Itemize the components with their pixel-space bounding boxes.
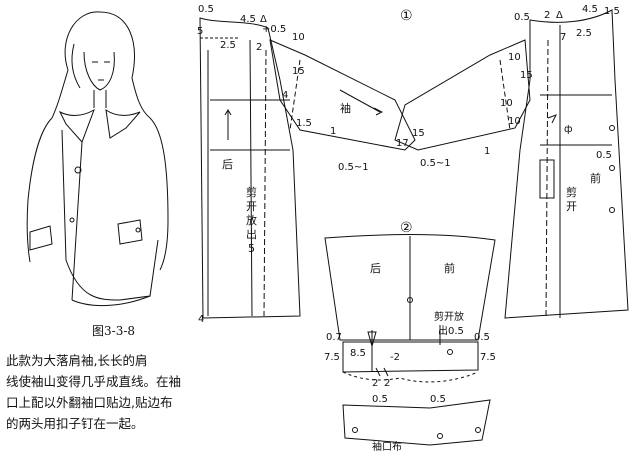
label-7-5-b: 7.5: [480, 352, 496, 363]
back-slit-1: 剪: [246, 185, 257, 199]
label-0-5-d: 0.5: [474, 332, 490, 343]
description-line: 此款为大落肩袖,长长的肩: [6, 353, 148, 368]
label-0-5-f: 0.5: [430, 394, 446, 405]
cuff-facing-piece: [342, 399, 491, 446]
label-10-d: 10: [508, 52, 521, 63]
label-4: 4: [282, 90, 288, 101]
label-15-b: 15: [412, 128, 425, 139]
label-delta-a: Δ: [556, 10, 563, 21]
label-10-b: 10: [500, 98, 513, 109]
circled-1: ①: [400, 8, 413, 24]
label-4-5-b: 4.5: [582, 4, 598, 15]
label-0-7: 7: [560, 32, 566, 43]
label-7-5-a: 7.5: [324, 352, 340, 363]
description-line: 的两头用扣子钉在一起。: [6, 416, 144, 431]
back-label: 后: [222, 158, 233, 171]
label-8-5: 8.5: [350, 348, 366, 359]
label-delta-b: Δ: [260, 14, 267, 25]
sleeve-label: 袖: [340, 101, 351, 115]
label-1-5-a: 1.5: [296, 118, 312, 129]
label-0-5-e: 0.5: [372, 394, 388, 405]
back-slit-3: 放: [246, 213, 257, 227]
label-17: 17: [396, 138, 409, 149]
label-10-c: 10: [508, 116, 521, 127]
cuff-label: 袖口布: [372, 440, 402, 453]
label-0-5-1-b: 0.5~1: [420, 158, 451, 169]
circled-2: ②: [400, 220, 413, 236]
label-0-5-a: 0.5: [198, 4, 214, 15]
description-line: 口上配以外翻袖口贴边,贴边布: [6, 395, 173, 410]
label-minus-2: -2: [390, 352, 400, 363]
label-4-b: 4: [198, 314, 204, 325]
front-label: 前: [590, 171, 601, 185]
label-2-c: 2: [372, 378, 378, 389]
front-bodice-piece: [504, 9, 629, 319]
label-2-5-b: 2.5: [576, 28, 592, 39]
label-1-a: 1: [330, 126, 336, 137]
sleeve-back-label: 后: [370, 262, 381, 275]
label-2-b: 2: [544, 10, 550, 21]
figure-number: 图3-3-8: [92, 324, 136, 338]
label-phi: ф: [564, 124, 573, 135]
label-2-5: 2.5: [220, 40, 236, 51]
label-0-5-b: 0.5: [514, 12, 530, 23]
label-2-a: 2: [256, 42, 262, 53]
label-0-5-1-a: 0.5~1: [338, 162, 369, 173]
label-0-7-b: 0.7: [326, 332, 342, 343]
back-bodice-piece: [199, 17, 301, 319]
front-sleeve-piece: [394, 39, 531, 151]
label-plus-0-5: +0.5: [262, 24, 286, 35]
combined-sleeve-piece: [324, 234, 496, 383]
label-10-a: 10: [292, 32, 305, 43]
label-4-5: 4.5: [240, 14, 256, 25]
sleeve-slit-label: 剪开放: [434, 310, 464, 323]
description-line: 线使袖山变得几乎成直线。在袖: [6, 374, 182, 389]
sleeve-front-label: 前: [444, 261, 455, 275]
label-15-a: 15: [292, 66, 305, 77]
label-1-b: 1: [484, 146, 490, 157]
description: 此款为大落肩袖,长长的肩 线使袖山变得几乎成直线。在袖 口上配以外翻袖口贴边,贴…: [6, 350, 206, 434]
back-slit-5: 5: [248, 242, 255, 255]
label-1-5-b: 1.5: [604, 6, 620, 17]
back-sleeve-piece: [269, 39, 416, 151]
label-15-c: 15: [520, 70, 533, 81]
back-slit-4: 出: [246, 227, 257, 241]
sleeve-slit-label-2: 出0.5: [438, 324, 464, 337]
front-slit-2: 开: [566, 200, 577, 213]
front-slit-1: 剪: [566, 185, 577, 199]
label-2-d: 2: [384, 378, 390, 389]
label-5: 5: [197, 26, 203, 37]
back-slit-2: 开: [246, 200, 257, 213]
label-0-5-c: 0.5: [596, 150, 612, 161]
coat-illustration: [26, 11, 169, 307]
